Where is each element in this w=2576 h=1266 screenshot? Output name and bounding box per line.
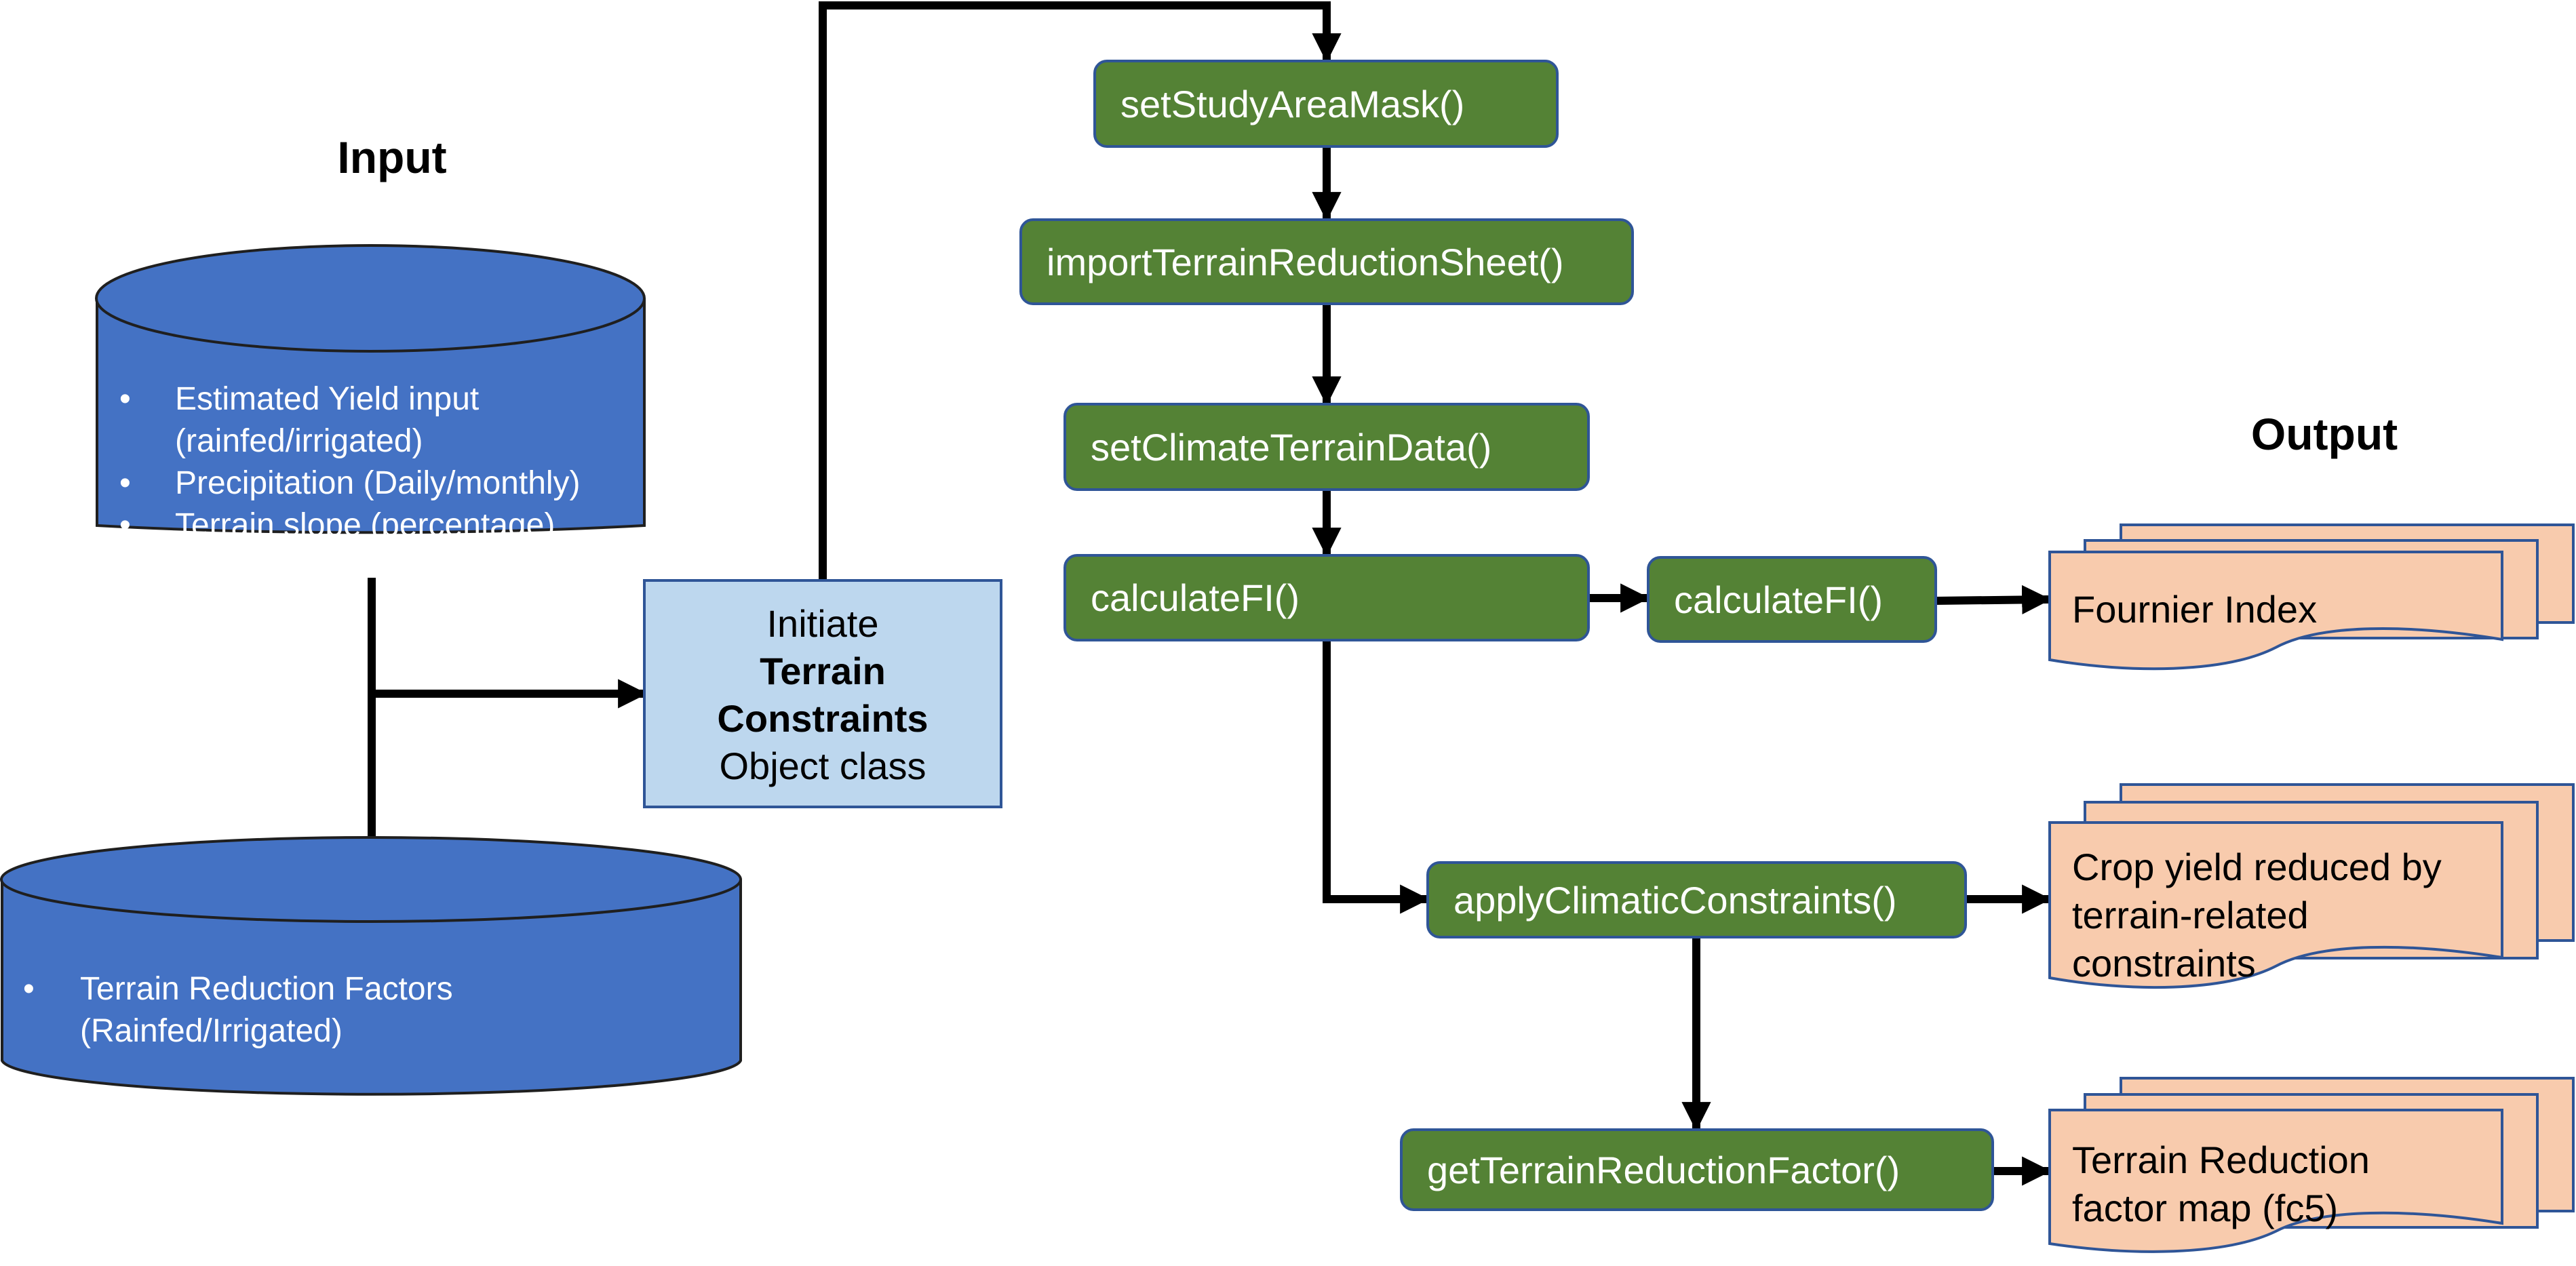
output-line: Terrain Reduction	[2072, 1139, 2370, 1181]
function-import-terrain-reduction-sheet: importTerrainReductionSheet()	[1019, 218, 1634, 305]
input-cylinder-top-body	[96, 298, 646, 534]
output-title: Output	[2251, 409, 2398, 459]
input-item-precipitation: Precipitation (Daily/monthly)	[175, 465, 581, 501]
function-calculate-fi-2: calculateFI()	[1647, 556, 1937, 643]
connector-fi-to-apply	[1323, 640, 1430, 914]
input-item-terrain-slope: Terrain slope (percentage)	[175, 507, 555, 543]
input-cylinder-bottom: • Terrain Reduction Factors (Rainfed/Irr…	[0, 836, 742, 1096]
output-line: constraints	[2072, 942, 2256, 985]
output-page-front	[2048, 551, 2503, 671]
output-line: terrain-related	[2072, 894, 2309, 936]
function-calculate-fi-1: calculateFI()	[1063, 554, 1590, 641]
function-apply-climatic-constraints: applyClimaticConstraints()	[1426, 861, 1967, 938]
function-label: importTerrainReductionSheet()	[1047, 241, 1564, 283]
output-crop-yield-reduced: Crop yield reduced by terrain-related co…	[2048, 783, 2575, 989]
bullet: •	[23, 971, 35, 1007]
initiate-line-2: Terrain	[760, 650, 886, 692]
function-box	[1019, 218, 1634, 305]
connectors	[368, 1, 2052, 1186]
bullet: •	[119, 507, 131, 543]
output-line: Fournier Index	[2072, 588, 2317, 631]
input-cylinder-bottom-cap	[0, 836, 742, 923]
bullet: •	[119, 465, 131, 501]
function-box	[1647, 556, 1937, 643]
output-line: factor map (fc5)	[2072, 1187, 2338, 1229]
function-box	[1093, 60, 1559, 148]
initiate-line-1: Initiate	[767, 602, 879, 645]
function-box	[1426, 861, 1967, 938]
output-line: Crop yield reduced by	[2072, 846, 2442, 888]
function-label: setStudyAreaMask()	[1120, 83, 1464, 125]
output-page-front	[2048, 821, 2503, 989]
input-item-estimated-yield: Estimated Yield input	[175, 381, 479, 417]
connector-fi2-to-fournier	[1935, 585, 2052, 615]
output-terrain-reduction-map: Terrain Reduction factor map (fc5)	[2048, 1077, 2575, 1253]
function-box	[1063, 554, 1590, 641]
function-set-study-area-mask: setStudyAreaMask()	[1093, 60, 1559, 148]
function-box	[1400, 1128, 1994, 1211]
function-get-terrain-reduction-factor: getTerrainReductionFactor()	[1400, 1128, 1994, 1211]
input-cylinder-top-cap	[95, 244, 646, 353]
function-label: calculateFI()	[1674, 578, 1883, 621]
input-cylinder-top: • Estimated Yield input (rainfed/irrigat…	[95, 244, 646, 543]
connector-initiate-to-mask	[819, 1, 1342, 580]
bullet: •	[119, 381, 131, 417]
initiate-line-4: Object class	[720, 745, 926, 787]
initiate-box: Initiate Terrain Constraints Object clas…	[643, 579, 1002, 808]
function-label: applyClimaticConstraints()	[1453, 879, 1897, 922]
function-box	[1063, 403, 1590, 491]
function-set-climate-terrain-data: setClimateTerrainData()	[1063, 403, 1590, 491]
output-page-front	[2048, 1109, 2503, 1253]
function-label: getTerrainReductionFactor()	[1427, 1149, 1900, 1191]
initiate-line-3: Constraints	[717, 697, 928, 740]
function-label: calculateFI()	[1091, 576, 1300, 619]
input-cylinder-bottom-body	[1, 879, 742, 1096]
input-title: Input	[337, 132, 446, 182]
input-item-rainfed-irrigated-caps: (Rainfed/Irrigated)	[80, 1013, 343, 1049]
input-item-terrain-reduction-factors: Terrain Reduction Factors	[80, 971, 453, 1007]
output-fournier-index: Fournier Index	[2048, 523, 2575, 671]
initiate-box-rect	[643, 579, 1002, 808]
function-label: setClimateTerrainData()	[1091, 426, 1491, 469]
input-item-rainfed-irrigated: (rainfed/irrigated)	[175, 423, 423, 459]
